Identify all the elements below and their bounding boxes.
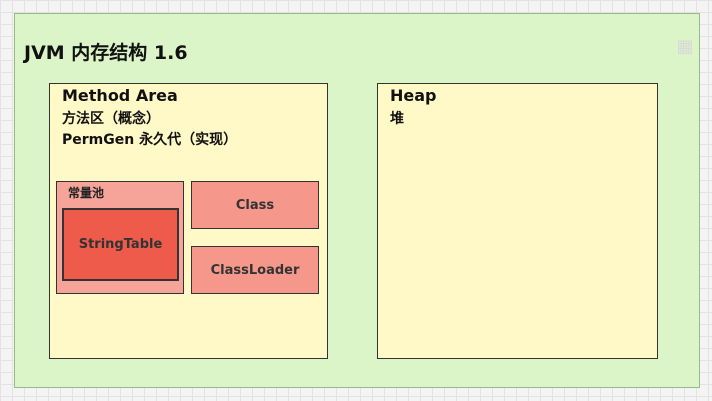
permgen-label: PermGen 永久代（实现） [62, 132, 238, 148]
heap-box [377, 83, 658, 359]
heap-label: Heap [390, 86, 437, 105]
constant-pool-label: 常量池 [68, 186, 105, 200]
string-table-label: StringTable [78, 237, 163, 252]
heap-subtitle: 堆 [390, 111, 404, 127]
class-box: Class [191, 181, 319, 229]
classloader-box: ClassLoader [191, 246, 319, 294]
method-area-label: Method Area [62, 86, 178, 105]
method-area-concept-label: 方法区（概念） [62, 111, 160, 127]
class-label: Class [235, 197, 275, 213]
watermark-icon: ▦ [676, 36, 694, 57]
diagram-title: JVM 内存结构 1.6 [24, 42, 188, 64]
string-table-box: StringTable [62, 208, 179, 281]
classloader-label: ClassLoader [210, 262, 300, 278]
